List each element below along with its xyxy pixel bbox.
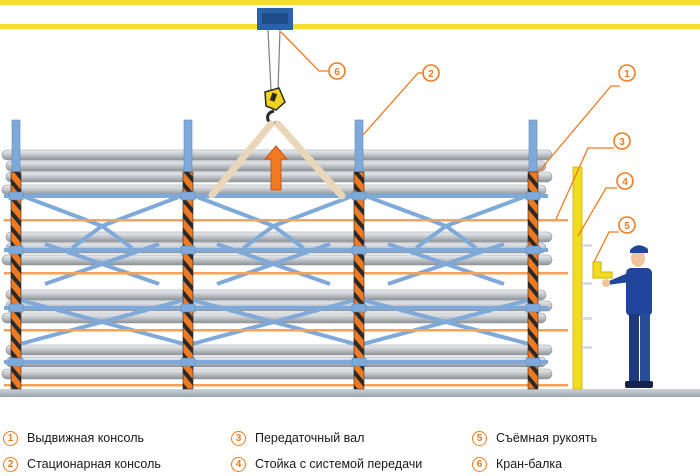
legend-number: 1 (3, 430, 18, 446)
cross-bracing (19, 193, 530, 346)
post-bracket (8, 245, 24, 255)
post-bracket (525, 245, 541, 255)
callout-4: 4 (616, 172, 634, 190)
removable-handle (592, 261, 613, 279)
sling (208, 120, 346, 200)
post-bracket (180, 357, 196, 367)
transfer-post (572, 166, 592, 390)
lift-arrow-icon (263, 145, 289, 191)
post-bracket (180, 245, 196, 255)
legend-label: Кран-балка (496, 457, 563, 471)
brace (414, 224, 448, 250)
post-top (11, 119, 21, 173)
svg-text:2: 2 (428, 69, 434, 80)
console-arm (4, 360, 548, 364)
worker-figure (602, 245, 653, 388)
legend-item: 1 Выдвижная консоль (3, 428, 144, 448)
legend-number: 2 (3, 456, 18, 472)
legend-item: 4 Стойка с системой передачи (231, 454, 422, 474)
post-bracket (351, 357, 367, 367)
post-bracket (8, 191, 24, 201)
console-arm (4, 248, 548, 252)
svg-text:5: 5 (624, 221, 630, 232)
console-rail (4, 384, 568, 387)
post-hazard (10, 171, 22, 390)
legend-item: 6 Кран-балка (472, 454, 562, 474)
pipe (1, 368, 553, 380)
legend: 1 Выдвижная консоль 2 Стационарная консо… (0, 426, 700, 476)
post-bracket (351, 303, 367, 313)
svg-text:3: 3 (619, 137, 625, 148)
pipe (5, 289, 547, 301)
brace (70, 224, 104, 250)
console-rail (4, 329, 568, 332)
console-arm (4, 306, 548, 310)
svg-text:6: 6 (334, 67, 340, 78)
brace (444, 224, 478, 250)
post-hazard (527, 171, 539, 390)
svg-text:4: 4 (622, 177, 628, 188)
legend-number: 3 (231, 430, 246, 446)
post-bracket (351, 245, 367, 255)
floor (0, 389, 700, 397)
legend-label: Стойка с системой передачи (255, 457, 423, 471)
brace (272, 224, 305, 250)
post-bracket (180, 303, 196, 313)
legend-item: 5 Съёмная рукоять (472, 428, 597, 448)
legend-label: Стационарная консоль (27, 457, 161, 471)
legend-item: 3 Передаточный вал (231, 428, 364, 448)
post-top (354, 119, 364, 173)
post-bracket (351, 191, 367, 201)
post-hazard (353, 171, 365, 390)
pipe-stack (1, 149, 553, 380)
console-arms (4, 194, 568, 387)
post-bracket (180, 191, 196, 201)
post-top (528, 119, 538, 173)
crane-rail (0, 0, 700, 29)
pipe (5, 344, 553, 356)
post-bracket (525, 191, 541, 201)
post-bracket (525, 303, 541, 313)
post-bracket (525, 357, 541, 367)
legend-number: 6 (472, 456, 487, 472)
rack-posts (8, 119, 541, 390)
brace (100, 224, 134, 250)
legend-label: Выдвижная консоль (27, 431, 145, 445)
svg-text:1: 1 (624, 69, 630, 80)
callout-1: 1 (618, 64, 636, 82)
brace (242, 224, 275, 250)
callout-3: 3 (613, 132, 631, 150)
console-rail (4, 272, 568, 275)
legend-number: 5 (472, 430, 487, 446)
callout-badges: 1 2 3 4 5 6 (328, 62, 636, 234)
post-hazard (182, 171, 194, 390)
legend-item: 2 Стационарная консоль (3, 454, 161, 474)
legend-label: Передаточный вал (255, 431, 365, 445)
post-bracket (8, 303, 24, 313)
callout-2: 2 (422, 64, 440, 82)
console-rail (4, 219, 568, 222)
post-bracket (8, 357, 24, 367)
callout-6: 6 (328, 62, 346, 80)
legend-number: 4 (231, 456, 246, 472)
legend-label: Съёмная рукоять (496, 431, 598, 445)
callout-5: 5 (618, 216, 636, 234)
console-arm (4, 194, 548, 198)
post-top (183, 119, 193, 173)
crane-hoist (257, 8, 293, 126)
